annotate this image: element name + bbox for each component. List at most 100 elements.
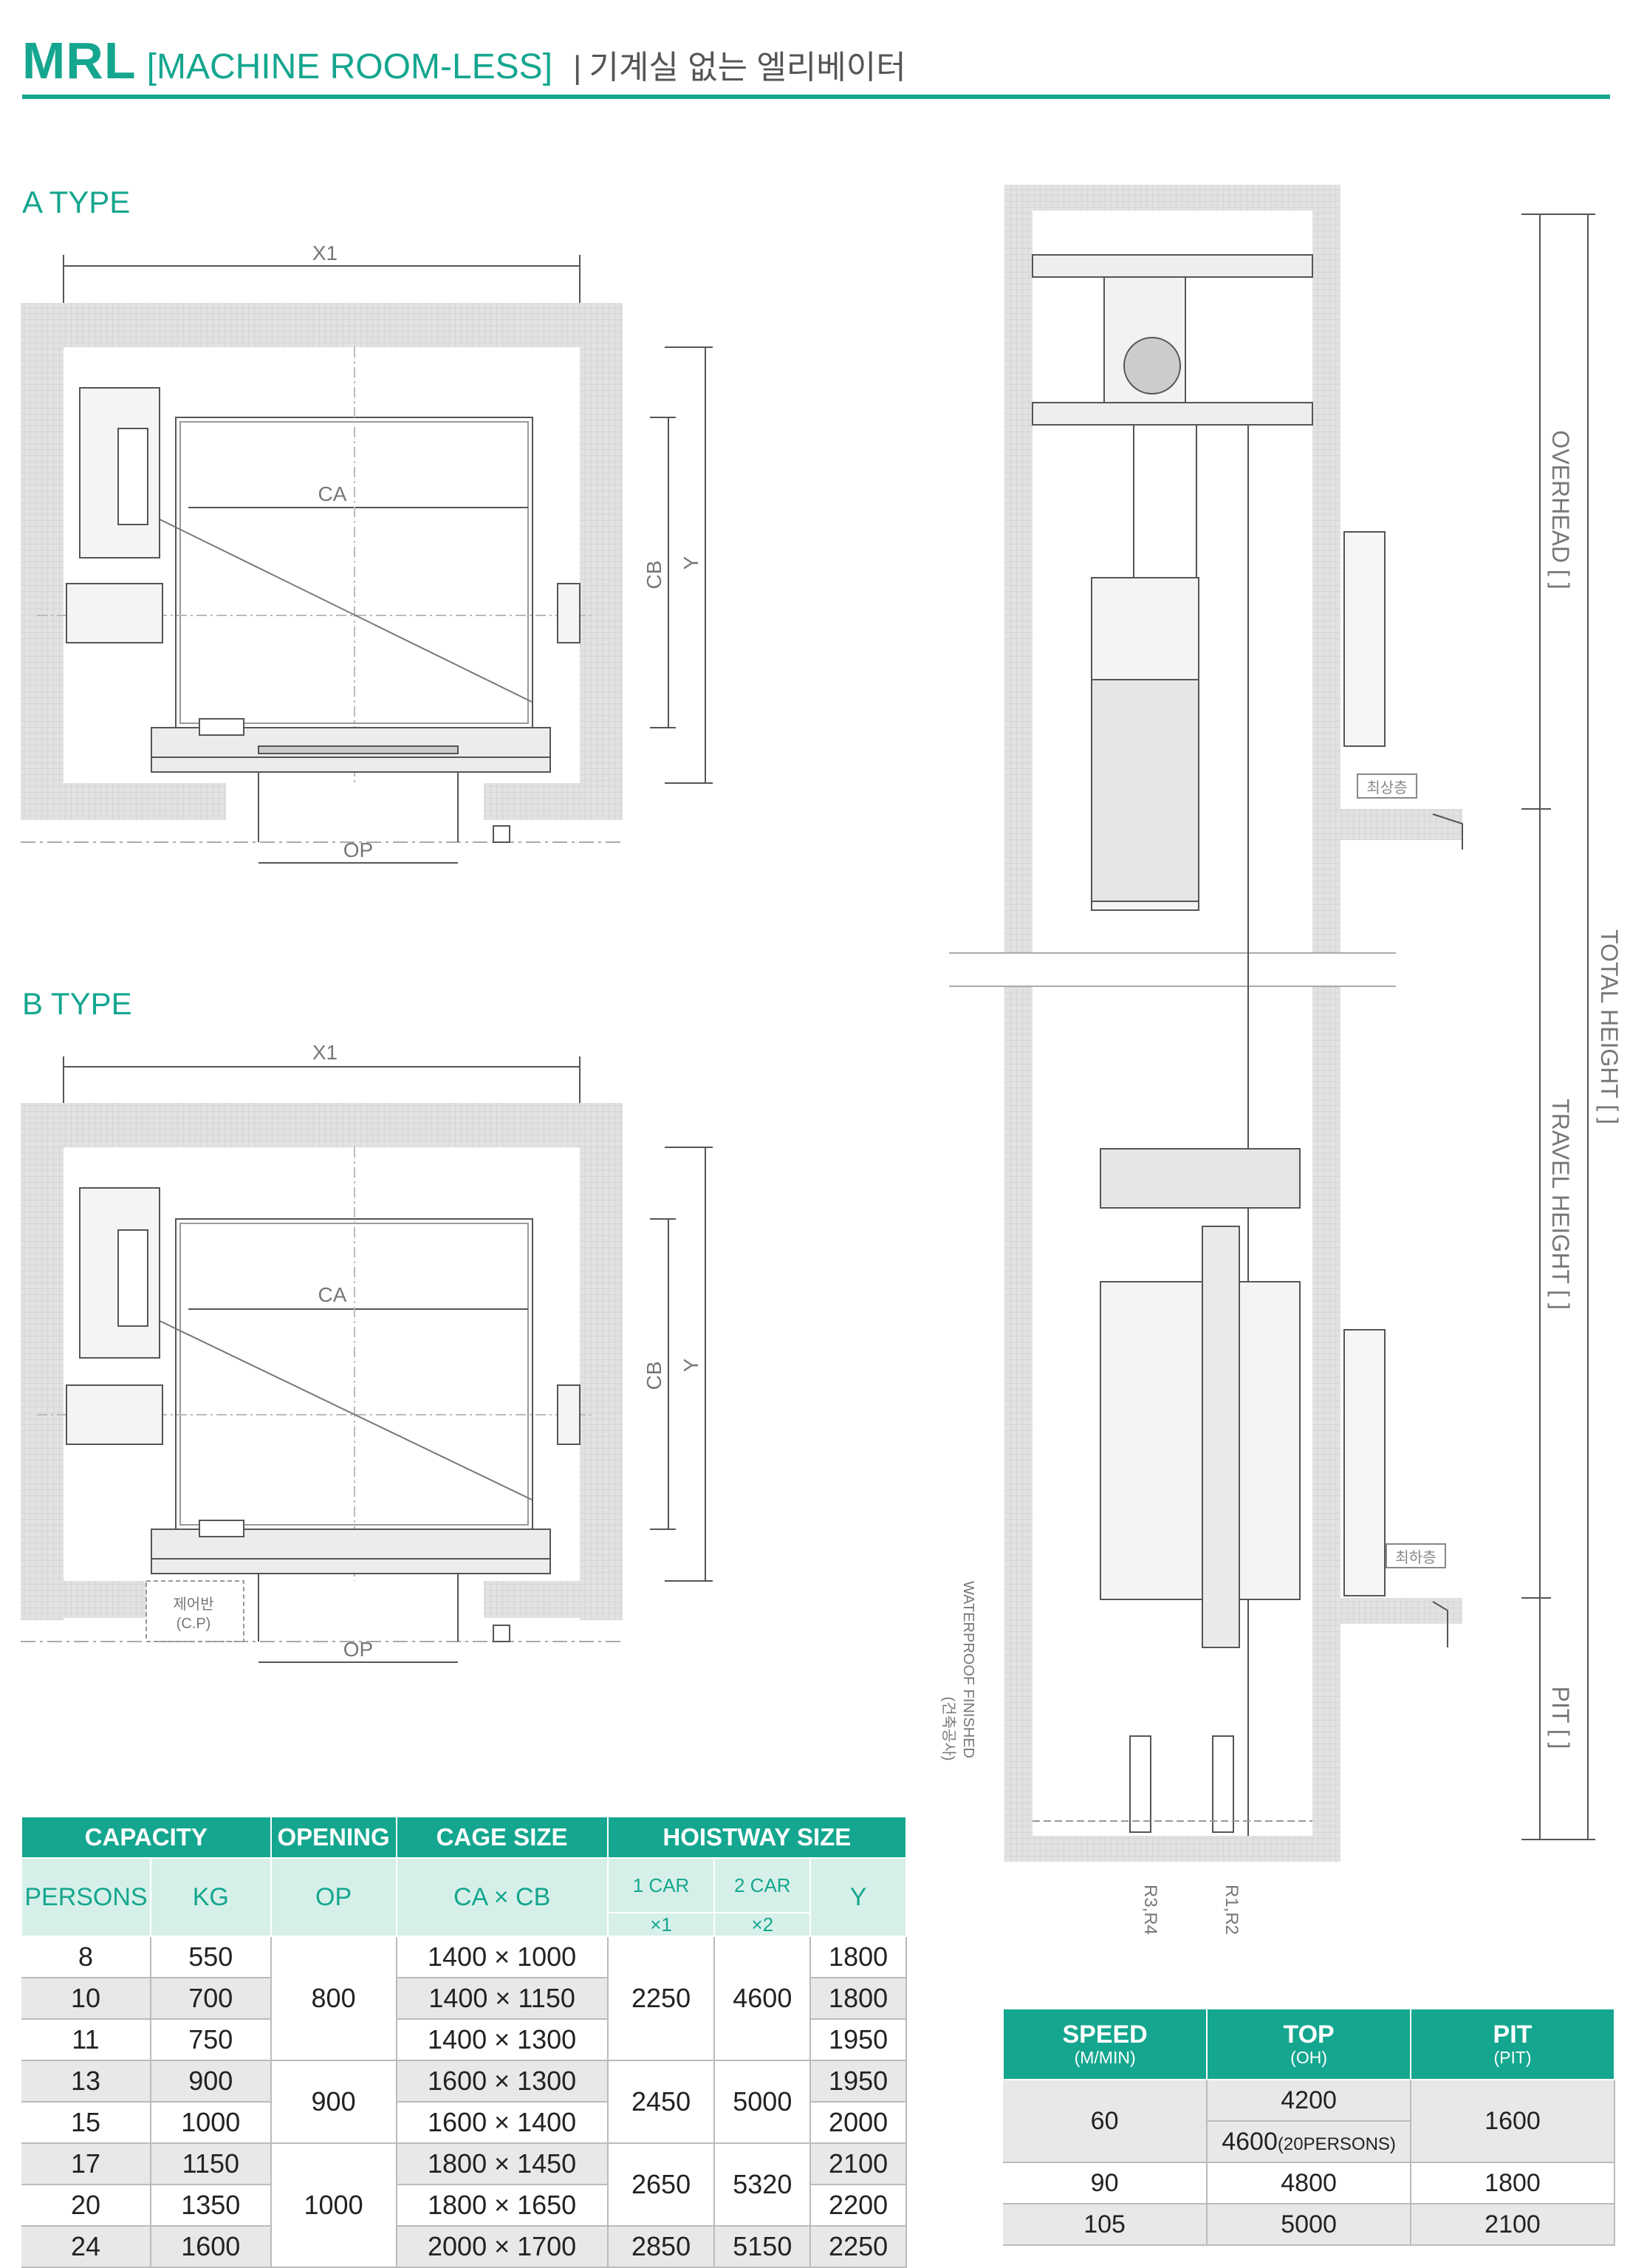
b-ca-label: CA bbox=[318, 1283, 347, 1306]
cell: 8 bbox=[21, 1936, 151, 1978]
cell: 1800 bbox=[810, 1936, 907, 1978]
cell: 20 bbox=[21, 2185, 151, 2227]
title: MRL bbox=[22, 32, 137, 89]
cell: 1600 bbox=[150, 2226, 272, 2268]
a-x1-label: X1 bbox=[312, 242, 338, 264]
table-row: 20 1350 1800 × 1650 2200 bbox=[21, 2185, 907, 2227]
cell: 13 bbox=[21, 2060, 151, 2103]
b-cb-label: CB bbox=[643, 1362, 665, 1390]
b-type-label: B TYPE bbox=[22, 986, 132, 1021]
cell: 5000 bbox=[1207, 2204, 1411, 2246]
table-row: 4600(20PERSONS) bbox=[1003, 2121, 1614, 2163]
cell: 700 bbox=[150, 1978, 272, 2020]
cell: 5320 bbox=[714, 2143, 812, 2227]
r12-label: R1,R2 bbox=[1222, 1885, 1242, 1935]
cell: 1400 × 1300 bbox=[396, 2019, 609, 2061]
cell: 1000 bbox=[150, 2102, 272, 2144]
cell: 5150 bbox=[714, 2226, 812, 2268]
cell: 1400 × 1150 bbox=[396, 1978, 609, 2020]
subtitle: [MACHINE ROOM-LESS] bbox=[146, 47, 553, 86]
cell: 1600 bbox=[1410, 2080, 1616, 2163]
cell: 1600 × 1300 bbox=[396, 2060, 609, 2103]
top-floor-label: 최상층 bbox=[1366, 779, 1407, 796]
cell: 105 bbox=[1003, 2204, 1208, 2246]
table-row: 90 4800 1800 bbox=[1003, 2162, 1616, 2204]
total-height-label: TOTAL HEIGHT [ ] bbox=[1596, 929, 1623, 1124]
section-equipment bbox=[1032, 254, 1463, 1836]
cell: 800 bbox=[270, 1936, 397, 2061]
speed-table: SPEED(M/MIN) TOP(OH) PIT(PIT) 60 4200 16… bbox=[1001, 2008, 1616, 2246]
cell: 2100 bbox=[810, 2143, 907, 2185]
th-opening: OPENING bbox=[270, 1816, 397, 1859]
th-1car: 1 CAR bbox=[606, 1857, 716, 1913]
table-row: 60 4200 1600 bbox=[1003, 2080, 1616, 2163]
a-cb-label: CB bbox=[643, 561, 665, 590]
cell: 60 bbox=[1003, 2080, 1208, 2163]
cell: 2850 bbox=[607, 2226, 716, 2268]
control-panel-label: 제어반 bbox=[173, 1596, 213, 1613]
th-hoistway: HOISTWAY SIZE bbox=[606, 1816, 908, 1859]
th-x1: ×1 bbox=[606, 1912, 716, 1937]
b-hoistway-wall bbox=[21, 1103, 623, 1642]
table-row: 24 1600 2000 × 1700 2850 5150 2250 bbox=[21, 2226, 907, 2268]
cell: 1950 bbox=[810, 2019, 907, 2061]
table-row: 11 750 1400 × 1300 1950 bbox=[21, 2019, 907, 2061]
th-2car: 2 CAR bbox=[713, 1857, 812, 1913]
overhead-label: OVERHEAD [ ] bbox=[1547, 430, 1574, 589]
cell: 2100 bbox=[1410, 2204, 1616, 2246]
cell: 10 bbox=[21, 1978, 151, 2020]
th-op: OP bbox=[270, 1857, 397, 1937]
waterproof-note: (건축공사) bbox=[940, 1697, 957, 1761]
table-row: 13 900 900 1600 × 1300 2450 5000 1950 bbox=[21, 2060, 907, 2144]
b-right-dimensions bbox=[650, 1147, 713, 1582]
a-car bbox=[37, 347, 591, 843]
cell: 11 bbox=[21, 2019, 151, 2061]
section-dimensions bbox=[1521, 214, 1595, 1840]
b-x1-dimension bbox=[63, 1056, 581, 1103]
hoistway-section: 최상층 최하층 OVERHEAD [ ] TOTAL HEIGHT [ ] TR… bbox=[940, 185, 1623, 1935]
cell: 1800 bbox=[810, 1978, 907, 2020]
cell: 900 bbox=[150, 2060, 272, 2103]
cell: 2000 bbox=[810, 2102, 907, 2144]
korean-title: 기계실 없는 엘리베이터 bbox=[589, 49, 906, 86]
table-row: 10 700 1400 × 1150 1800 bbox=[21, 1978, 907, 2020]
spec-table: CAPACITY OPENING CAGE SIZE HOISTWAY SIZE… bbox=[21, 1816, 908, 2268]
th-x2: ×2 bbox=[713, 1912, 812, 1937]
a-x1-dimension bbox=[63, 255, 581, 303]
cell: 1000 bbox=[270, 2143, 397, 2268]
table-row: 8 550 800 1400 × 1000 2250 4600 1800 bbox=[21, 1936, 907, 2061]
th-kg: KG bbox=[149, 1857, 272, 1937]
cell: 550 bbox=[150, 1936, 272, 1978]
travel-height-label: TRAVEL HEIGHT [ ] bbox=[1547, 1099, 1574, 1310]
b-op-label: OP bbox=[343, 1638, 373, 1661]
cell: 1800 × 1450 bbox=[396, 2143, 609, 2185]
th-speed: SPEED(M/MIN) bbox=[1001, 2008, 1208, 2080]
cell: 4800 bbox=[1207, 2162, 1411, 2204]
cell: 900 bbox=[270, 2060, 397, 2144]
cell: 2650 bbox=[607, 2143, 716, 2227]
bottom-floor-label: 최하층 bbox=[1395, 1549, 1436, 1566]
cell: 24 bbox=[21, 2226, 151, 2268]
a-hoistway-wall bbox=[21, 303, 623, 843]
th-caxcb: CA × CB bbox=[395, 1857, 609, 1937]
cell: 1150 bbox=[150, 2143, 272, 2185]
b-car bbox=[37, 1147, 591, 1642]
header-rule bbox=[22, 95, 1610, 99]
cell: 4600 bbox=[714, 1936, 812, 2061]
b-type-plan: X1 CA CB Y 제어반 (C.P) OP bbox=[21, 1041, 713, 1663]
th-pit: PIT(PIT) bbox=[1409, 2008, 1616, 2080]
b-y-label: Y bbox=[679, 1358, 702, 1372]
cell: 750 bbox=[150, 2019, 272, 2061]
cell: 1400 × 1000 bbox=[396, 1936, 609, 1978]
cell: 2250 bbox=[810, 2226, 907, 2268]
th-cage: CAGE SIZE bbox=[395, 1816, 609, 1859]
cell: 1800 × 1650 bbox=[396, 2185, 609, 2227]
table-row: 105 5000 2100 bbox=[1003, 2204, 1616, 2246]
th-top: TOP(OH) bbox=[1206, 2008, 1411, 2080]
cell: 1800 bbox=[1410, 2162, 1616, 2204]
cell: 90 bbox=[1003, 2162, 1208, 2204]
b-x1-label: X1 bbox=[312, 1041, 338, 1064]
a-ca-label: CA bbox=[318, 482, 347, 505]
r34-label: R3,R4 bbox=[1140, 1885, 1160, 1935]
a-right-dimensions bbox=[650, 346, 713, 784]
